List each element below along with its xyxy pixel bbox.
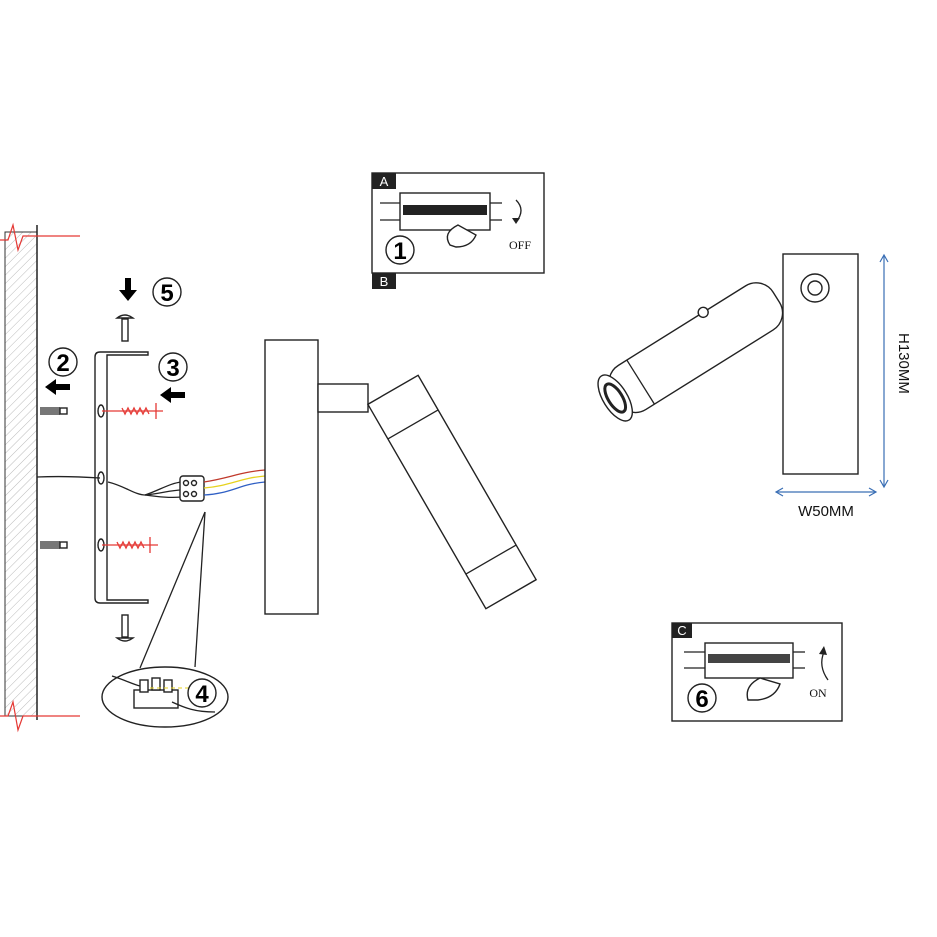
height-label: H130MM — [895, 333, 912, 394]
step-2-label: 2 — [56, 350, 69, 377]
terminal-detail — [111, 675, 216, 713]
wall-anchor — [40, 407, 68, 415]
off-label: OFF — [509, 238, 531, 252]
wall-break-top — [0, 222, 80, 253]
terminal-block — [179, 475, 205, 502]
wiring — [36, 469, 266, 502]
lamp-side-view — [264, 339, 538, 615]
panel-tag-b: B — [380, 274, 389, 289]
screw-top — [114, 314, 136, 342]
wall-anchor — [40, 541, 68, 549]
panel-tag-a: A — [380, 174, 389, 189]
breaker-panel-off: A B 1 OFF — [371, 172, 545, 289]
step-6-label: 6 — [695, 686, 708, 713]
red-screw — [102, 537, 158, 553]
step-4-label: 4 — [195, 681, 209, 708]
width-label: W50MM — [798, 503, 854, 520]
red-screw — [102, 403, 163, 419]
breaker-switches — [380, 192, 502, 248]
width-dimension: W50MM — [774, 487, 878, 520]
step-1-label: 1 — [393, 238, 406, 265]
height-dimension: H130MM — [879, 253, 912, 489]
arrow-left-icon — [160, 387, 185, 403]
step-5: 5 — [114, 277, 182, 642]
panel-tag-c: C — [677, 623, 686, 638]
wall-break-bottom — [0, 699, 80, 733]
step-5-label: 5 — [160, 280, 173, 307]
screw-bottom — [114, 614, 136, 642]
arrow-down-icon — [119, 278, 137, 301]
step-2: 2 — [40, 347, 78, 549]
mounting-bracket — [94, 351, 149, 604]
breaker-switches — [684, 642, 805, 701]
lamp-product-view — [597, 253, 859, 475]
on-label: ON — [809, 686, 827, 700]
arrow-left-icon — [45, 379, 70, 395]
wall — [0, 222, 80, 733]
step-4: 4 — [101, 511, 229, 728]
step-3-label: 3 — [166, 355, 179, 382]
step-3: 3 — [102, 352, 188, 553]
breaker-panel-on: C 6 ON — [671, 622, 843, 722]
